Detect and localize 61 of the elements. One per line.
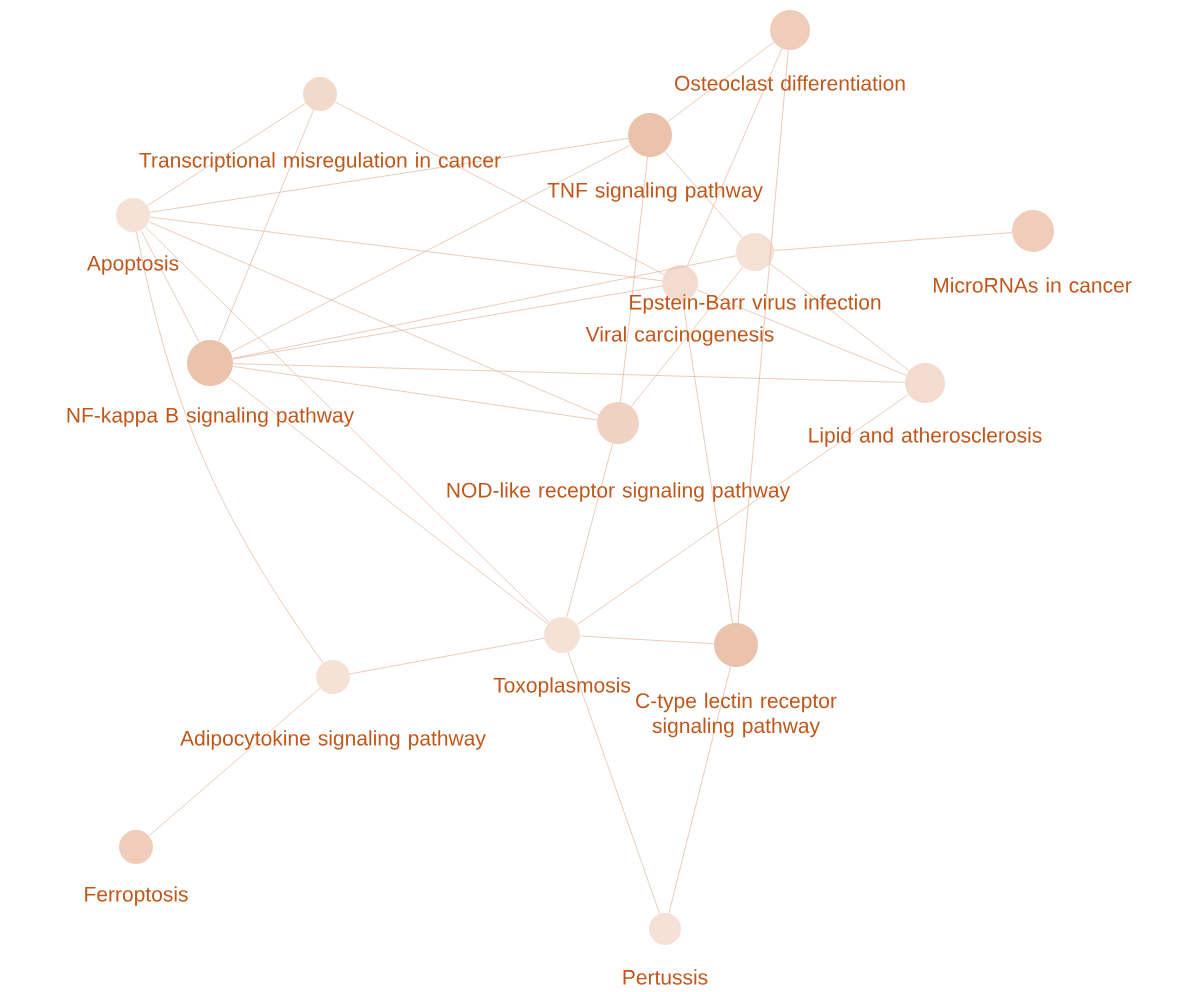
connector-line — [232, 366, 598, 421]
connector-line — [334, 101, 665, 275]
connector-line — [149, 216, 663, 282]
connector-line — [667, 41, 775, 123]
connector-line — [228, 376, 548, 625]
connector-line — [148, 221, 599, 415]
node-circle — [714, 623, 758, 667]
connector-line — [696, 289, 907, 376]
node-label: Toxoplasmosis — [493, 677, 631, 697]
node-label: C-type lectin receptor signaling pathway — [636, 692, 837, 738]
node-label: Osteoclast differentiation — [675, 75, 905, 91]
node-label: Adipocytokine signaling pathway — [180, 730, 486, 750]
connector-line — [769, 263, 910, 372]
node-label: Viral carcinogenesis — [585, 326, 774, 346]
node-circle — [544, 617, 580, 653]
connector-line — [232, 285, 663, 360]
node-label: Epstein-Barr virus infection — [630, 294, 881, 314]
connector-line — [630, 266, 744, 407]
connector-line — [566, 443, 613, 618]
node-circle — [187, 340, 233, 386]
node-circle — [649, 913, 681, 945]
connector-line — [349, 637, 545, 675]
node-label: Lipid and atherosclerosis — [809, 427, 1042, 447]
connector-line — [773, 232, 1013, 251]
node-circle — [1012, 210, 1054, 252]
node-label: NOD-like receptor signaling pathway — [447, 482, 791, 502]
connector-line — [136, 231, 324, 664]
connector-line — [579, 635, 715, 645]
connector-line — [232, 363, 906, 383]
node-label: TNF signaling pathway — [547, 182, 763, 202]
node-circle — [770, 10, 810, 50]
connector-line — [686, 48, 783, 267]
connector-line — [682, 300, 733, 624]
node-circle — [628, 113, 672, 157]
connector-line — [144, 226, 550, 623]
node-circle — [905, 363, 945, 403]
connector-line — [668, 666, 731, 914]
node-label: Transcriptional misregulation in cancer — [139, 152, 501, 172]
node-label: Pertussis — [623, 969, 708, 985]
connector-line — [576, 394, 909, 625]
connector-line — [147, 103, 306, 206]
node-circle — [116, 198, 150, 232]
connector-line — [218, 109, 314, 342]
node-label: Ferroptosis — [85, 886, 188, 906]
connector-line — [230, 144, 631, 353]
node-label: Apoptosis — [86, 255, 179, 275]
node-label: MicroRNAs in cancer — [933, 277, 1132, 293]
node-circle — [119, 830, 153, 864]
node-label: NF-kappa B signaling pathway — [67, 407, 355, 427]
connector-line — [737, 49, 789, 624]
node-circle — [597, 402, 639, 444]
connector-line — [148, 687, 321, 837]
node-circle — [316, 660, 350, 694]
node-circle — [303, 77, 337, 111]
node-circle — [736, 233, 774, 271]
connector-line — [664, 151, 743, 239]
connector-line — [149, 138, 629, 213]
connector-line — [140, 229, 200, 343]
connector-line — [567, 651, 660, 915]
connector-line — [232, 255, 737, 359]
connector-line — [620, 156, 648, 403]
